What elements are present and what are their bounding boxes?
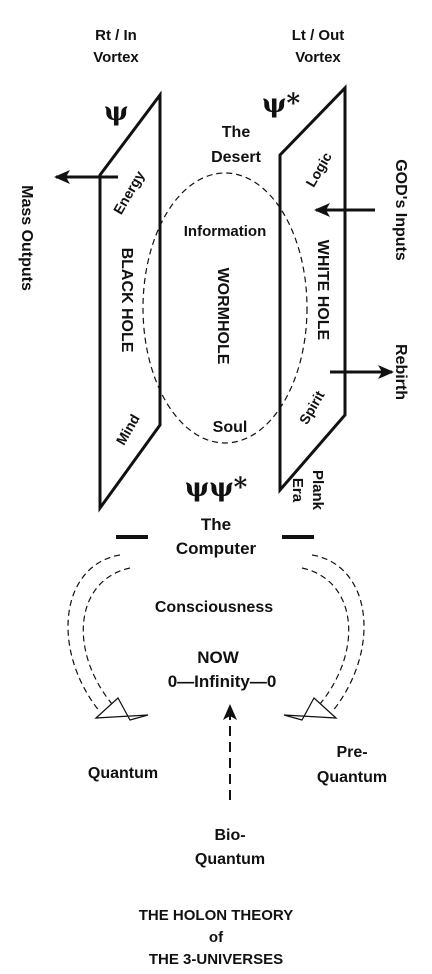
gods-inputs-label: GOD's Inputs	[392, 159, 409, 261]
bio-quantum-line1: Bio-	[214, 827, 245, 844]
spirit-label: Spirit	[296, 388, 328, 427]
energy-label: Energy	[110, 168, 148, 217]
infinity-label: 0—Infinity—0	[168, 672, 277, 691]
computer-line1: The	[201, 515, 231, 534]
computer-line2: Computer	[176, 539, 257, 558]
left-cycle-arrow	[67, 554, 149, 721]
now-label: NOW	[197, 648, 240, 667]
psi-symbol: ψ	[104, 97, 128, 127]
desert-line2: Desert	[211, 149, 261, 166]
white-hole-title: WHITE HOLE	[314, 240, 331, 341]
wormhole-title: WORMHOLE	[214, 268, 231, 365]
plank-label: Plank	[309, 470, 326, 511]
black-hole-shape	[98, 90, 162, 513]
pre-quantum-line1: Pre-	[336, 744, 367, 761]
title-line1: THE HOLON THEORY	[139, 907, 293, 924]
bio-quantum-line2: Quantum	[195, 851, 265, 868]
psi-star-symbol: ψ*	[262, 89, 300, 119]
left-vortex-line1: Rt / In	[95, 27, 137, 44]
black-hole-title: BLACK HOLE	[118, 248, 135, 353]
soul-label: Soul	[213, 419, 248, 436]
mass-outputs-label: Mass Outputs	[18, 185, 35, 291]
left-vortex-line2: Vortex	[93, 49, 139, 66]
mind-label: Mind	[113, 411, 143, 447]
white-hole-shape	[278, 84, 347, 495]
right-cycle-arrow	[283, 554, 365, 721]
desert-line1: The	[222, 124, 251, 141]
era-label: Era	[289, 478, 306, 503]
logic-label: Logic	[302, 149, 335, 190]
pre-quantum-line2: Quantum	[317, 769, 387, 786]
right-vortex-line2: Vortex	[295, 49, 341, 66]
psi-psi-star-symbol: ψψ*	[185, 473, 248, 503]
rebirth-label: Rebirth	[392, 344, 409, 400]
right-vortex-line1: Lt / Out	[292, 27, 345, 44]
quantum-label: Quantum	[88, 765, 158, 782]
title-line3: THE 3-UNIVERSES	[149, 951, 283, 968]
consciousness-label: Consciousness	[155, 599, 273, 616]
title-line2: of	[209, 929, 224, 946]
wormhole-ellipse	[142, 172, 308, 444]
information-label: Information	[184, 223, 267, 240]
